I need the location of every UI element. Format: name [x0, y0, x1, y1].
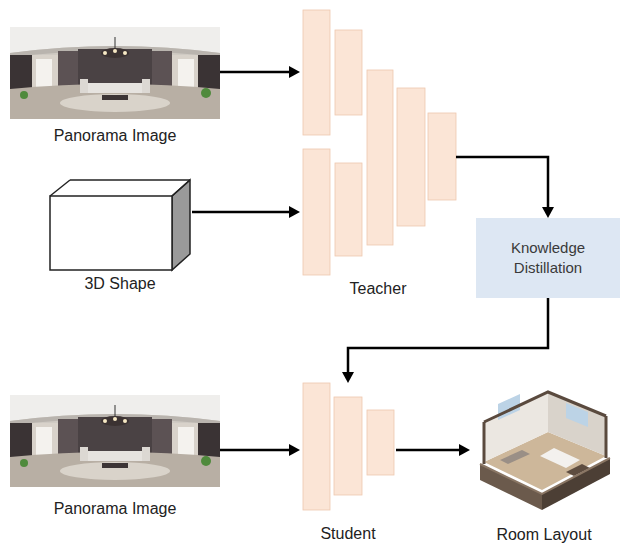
flow-arrow: [192, 206, 300, 218]
figure-caption: Panorama Image: [10, 498, 220, 520]
arrow-line: [456, 157, 548, 210]
arrow-line: [192, 211, 292, 214]
cuboid-wireframe: [50, 180, 190, 270]
flow-arrow: [456, 157, 554, 218]
figure-node: Panorama Image: [10, 27, 220, 147]
figure-area: [300, 8, 456, 278]
figure-caption: Room Layout: [470, 524, 618, 546]
arrow-head: [542, 207, 554, 218]
figure-node: Student: [300, 383, 396, 545]
arrow-line: [348, 298, 548, 375]
figure-area: [48, 178, 192, 273]
arrow-line: [220, 71, 292, 74]
arrow-head: [289, 444, 300, 456]
figure-area: [470, 372, 618, 522]
figure-node: Panorama Image: [10, 395, 220, 520]
arrow-head: [289, 66, 300, 78]
figure-caption: Student: [300, 523, 396, 545]
flow-arrow: [220, 66, 300, 78]
student-network-layers: [303, 383, 394, 510]
arrow-head: [342, 372, 354, 383]
figure-area: [10, 27, 220, 119]
panorama-image: [10, 395, 220, 487]
arrow-head: [459, 444, 470, 456]
panorama-image: [10, 27, 220, 119]
figure-node: Room Layout: [470, 372, 618, 546]
arrow-head: [289, 206, 300, 218]
flow-arrow: [220, 444, 300, 456]
arrow-line: [396, 449, 462, 452]
figure-area: [300, 383, 396, 511]
teacher-network-layers: [303, 10, 456, 275]
flow-arrow: [396, 444, 470, 456]
room-layout-model: [480, 392, 610, 510]
process-box: Knowledge Distillation: [476, 218, 620, 298]
flow-arrow: [342, 298, 548, 383]
figure-area: [10, 395, 220, 492]
figure-caption: 3D Shape: [48, 273, 192, 295]
figure-node: Teacher: [300, 8, 456, 300]
arrow-line: [220, 449, 292, 452]
figure-caption: Panorama Image: [10, 125, 220, 147]
figure-caption: Teacher: [300, 278, 456, 300]
figure-node: 3D Shape: [48, 178, 192, 295]
box-label: Knowledge Distillation: [486, 238, 610, 278]
